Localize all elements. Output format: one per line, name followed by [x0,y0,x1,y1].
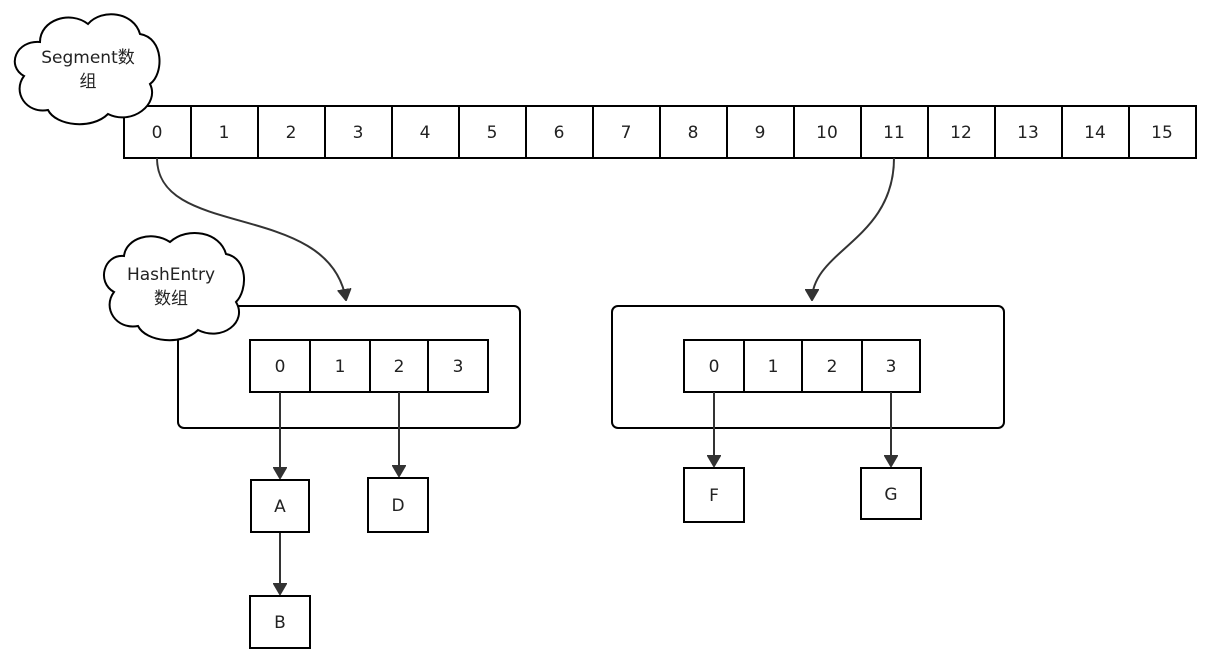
segment-cell-8-label: 8 [688,123,699,143]
segment-cell-13: 13 [994,105,1063,159]
segment-cell-7: 7 [592,105,661,159]
left-table-cell-1-label: 1 [335,357,346,377]
segment-cell-0-label: 0 [152,123,163,143]
segment-cell-15-label: 15 [1151,123,1173,143]
segment-cell-5: 5 [458,105,527,159]
left-hashentry-table: 0 1 2 3 [249,339,489,393]
right-table-cell-0-label: 0 [709,357,720,377]
segment-array-cloud: Segment数 组 [13,13,161,126]
node-D: D [367,477,429,533]
left-table-cell-3: 3 [427,339,489,393]
segment-cell-10-label: 10 [816,123,838,143]
segment-cell-6: 6 [525,105,594,159]
segment-cell-15: 15 [1128,105,1197,159]
left-table-cell-0-label: 0 [275,357,286,377]
segment-cell-14: 14 [1061,105,1130,159]
segment-cell-1: 1 [190,105,259,159]
node-B-label: B [274,613,286,633]
segment-cell-3: 3 [324,105,393,159]
segment-cell-12-label: 12 [950,123,972,143]
right-table-cell-3: 3 [861,339,921,393]
node-F: F [683,467,745,523]
segment-cell-4: 4 [391,105,460,159]
left-table-cell-3-label: 3 [453,357,464,377]
node-G-label: G [884,485,897,505]
segment-cell-2-label: 2 [286,123,297,143]
segment-cell-3-label: 3 [353,123,364,143]
segment-cell-8: 8 [659,105,728,159]
segment-cloud-label-line2: 组 [80,72,97,92]
node-A: A [250,479,310,533]
hashentry-cloud-label-line1: HashEntry [127,265,215,285]
segment-cell-9-label: 9 [755,123,766,143]
hashentry-array-cloud: HashEntry 数组 [103,232,246,342]
segment-array: 0 1 2 3 4 5 6 7 [123,105,1197,159]
left-table-cell-2-label: 2 [394,357,405,377]
left-table-cell-2: 2 [369,339,429,393]
segment-cell-13-label: 13 [1017,123,1039,143]
segment-cell-14-label: 14 [1084,123,1106,143]
node-D-label: D [391,496,404,516]
segment-cell-5-label: 5 [487,123,498,143]
node-A-label: A [274,497,286,517]
edge-segment-11-to-right-table [812,157,895,300]
segment-cell-11-label: 11 [883,123,905,143]
segment-cell-4-label: 4 [420,123,431,143]
left-table-cell-1: 1 [309,339,371,393]
edge-segment-0-to-left-table [156,157,346,300]
right-table-cell-3-label: 3 [886,357,897,377]
right-hashentry-table: 0 1 2 3 [683,339,921,393]
node-G: G [860,467,922,520]
right-table-cell-0: 0 [683,339,745,393]
right-table-cell-2-label: 2 [827,357,838,377]
left-table-cell-0: 0 [249,339,311,393]
right-table-cell-1: 1 [743,339,803,393]
segment-cell-6-label: 6 [554,123,565,143]
right-table-cell-1-label: 1 [768,357,779,377]
segment-cell-11: 11 [860,105,929,159]
segment-cell-2: 2 [257,105,326,159]
hashentry-cloud-label-line2: 数组 [154,289,188,309]
right-table-cell-2: 2 [801,339,863,393]
segment-cell-7-label: 7 [621,123,632,143]
segment-cell-12: 12 [927,105,996,159]
segment-cell-10: 10 [793,105,862,159]
segment-cloud-label-line1: Segment数 [41,48,135,68]
segment-cell-1-label: 1 [219,123,230,143]
node-F-label: F [709,486,719,506]
node-B: B [249,595,311,649]
segment-cell-9: 9 [726,105,795,159]
